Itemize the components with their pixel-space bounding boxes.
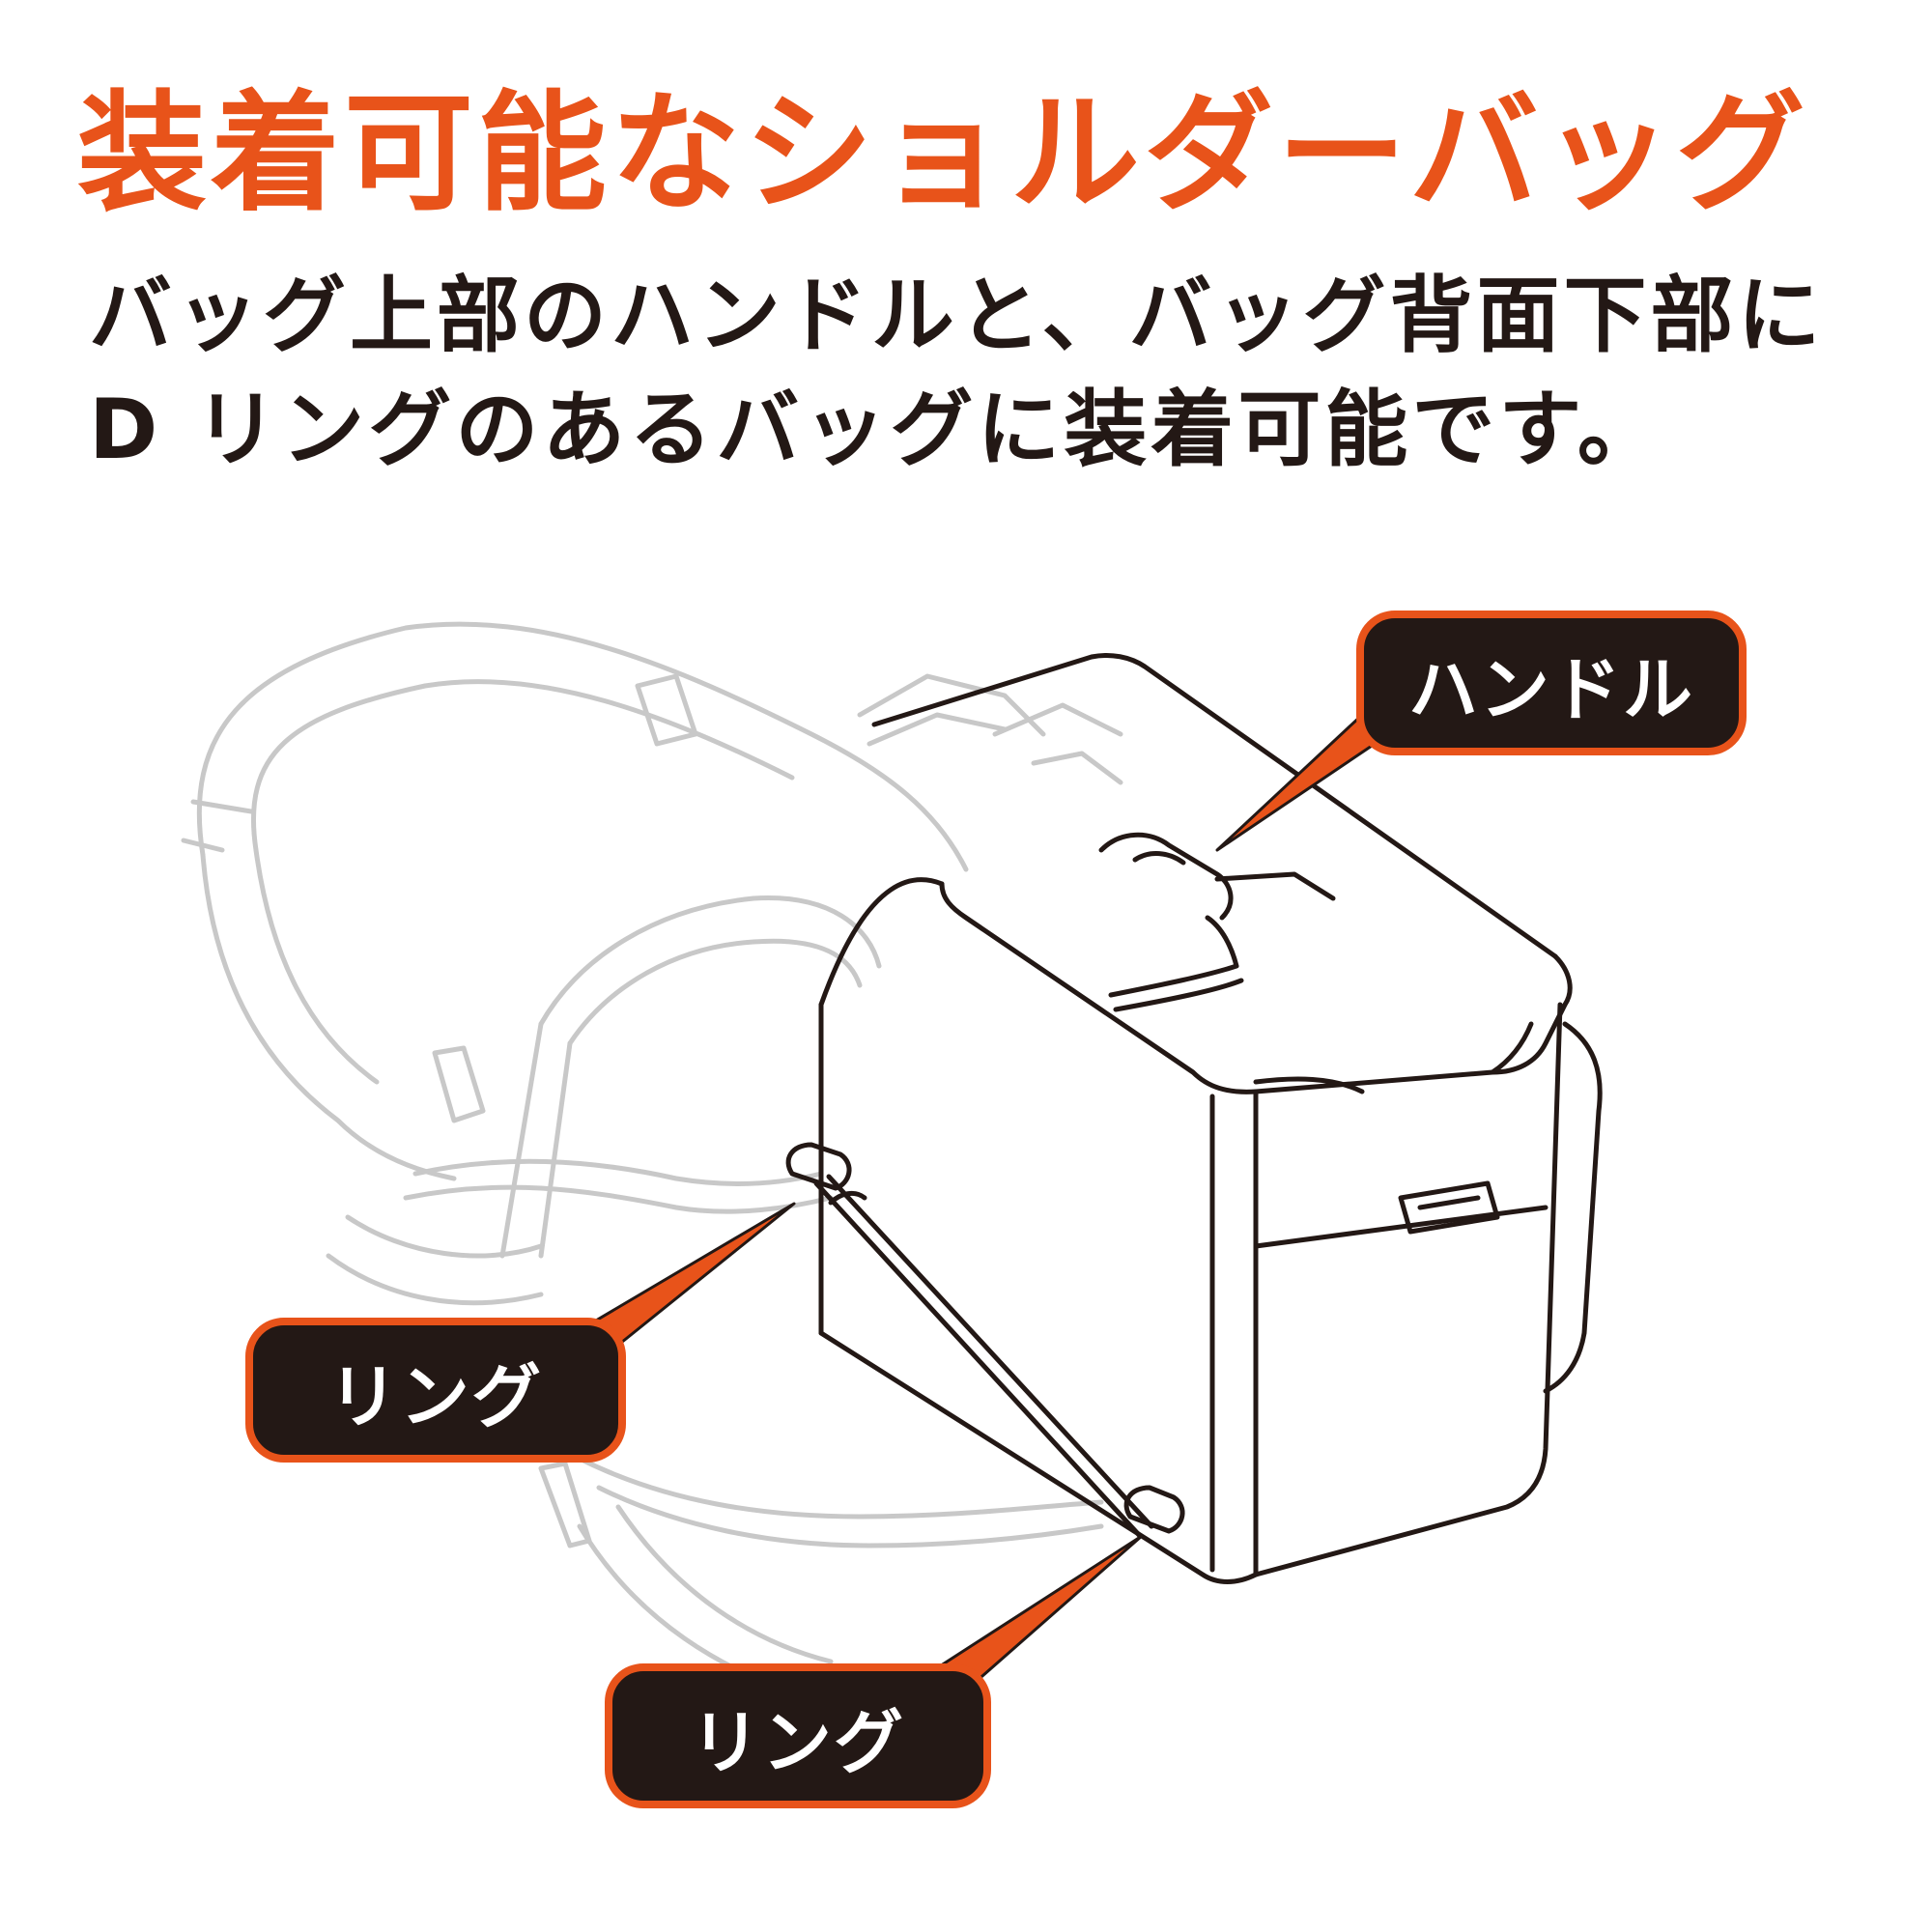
callout-handle: ハンドル bbox=[1356, 611, 1747, 755]
callout-ring-2: リング bbox=[605, 1663, 991, 1808]
callout-ring-2-label: リング bbox=[690, 1701, 905, 1783]
ring1-leader bbox=[582, 1202, 796, 1349]
shoulder-bag-outline bbox=[785, 652, 1603, 1584]
callout-leader-lines bbox=[582, 713, 1385, 1692]
callout-handle-label: ハンドル bbox=[1407, 648, 1694, 730]
description-text: バッグ上部のハンドルと、バッグ背面下部に D リングのあるバッグに装着可能です。 bbox=[89, 268, 1825, 478]
callout-ring-1-label: リング bbox=[327, 1355, 543, 1437]
headline: 装着可能なショルダーバッグ bbox=[77, 78, 1809, 229]
backpack-outline bbox=[181, 621, 1123, 1703]
callout-ring-1: リング bbox=[245, 1318, 626, 1463]
